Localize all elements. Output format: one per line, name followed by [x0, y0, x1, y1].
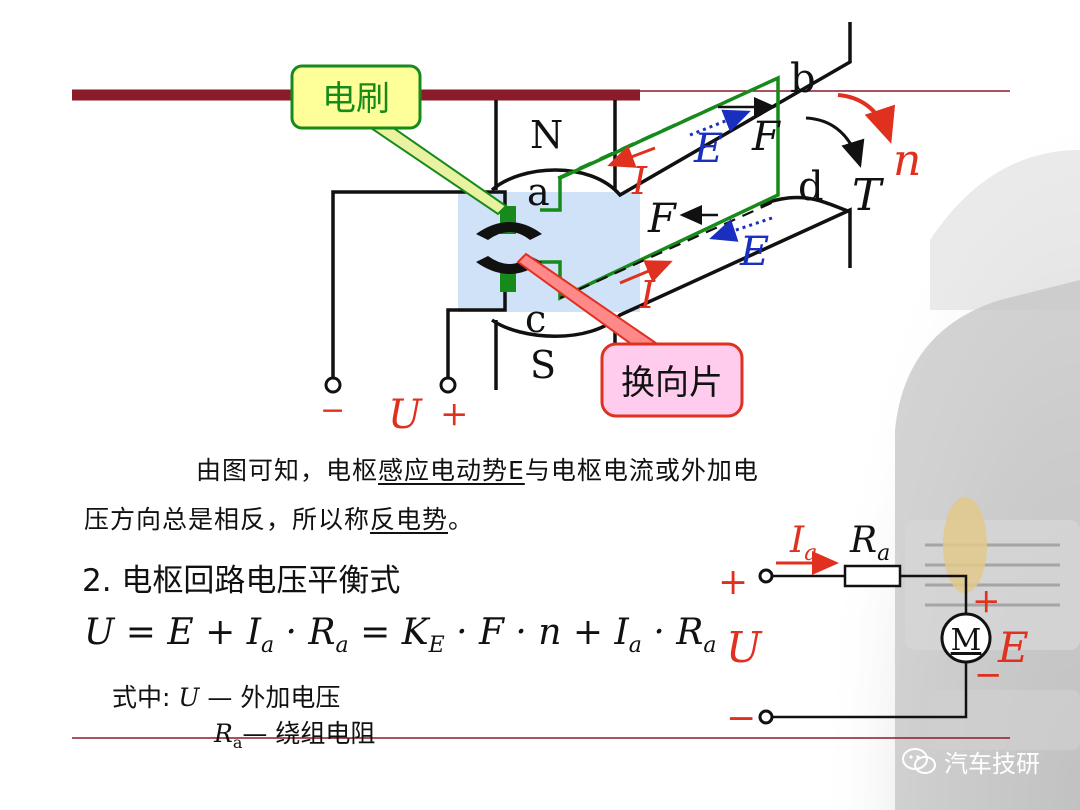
definition-prefix: 式中: — [112, 683, 171, 712]
background-photo — [820, 100, 1080, 810]
formula-part-3: = K — [348, 612, 429, 653]
circuit-emf-plus: + — [972, 581, 1001, 621]
wechat-icon — [902, 747, 936, 774]
definition-u: 式中: U — 外加电压 — [112, 680, 375, 716]
circuit-emf-minus: − — [974, 655, 1003, 695]
rotation-arrow — [837, 93, 896, 144]
pole-s-curve — [759, 195, 851, 214]
current-label-lower: I — [639, 273, 656, 317]
circuit-minus-in: − — [726, 698, 756, 739]
speed-label: n — [893, 135, 921, 186]
watermark-text: 汽车技研 — [944, 750, 1040, 778]
terminal-u-label: U — [388, 392, 423, 438]
formula-sub-2: a — [335, 633, 349, 659]
definition-r-symbol: R — [214, 719, 233, 748]
paragraph-line-2-end: 。 — [448, 505, 475, 534]
voltage-balance-formula: U = E + Ia · Ra = KE · F · n + Ia · Ra — [84, 612, 716, 658]
circuit-current-label: Ia — [789, 520, 817, 566]
formula-sub-4: a — [628, 633, 642, 659]
emf-label-lower: E — [739, 229, 769, 275]
conductor-b-label: b — [790, 56, 816, 102]
paragraph-line-1-start: 由图可知，电枢 — [196, 456, 379, 485]
paragraph-line-2: 压方向总是相反，所以称反电势。 — [84, 500, 474, 536]
shaded-region — [458, 192, 640, 312]
terminal-plus-label: + — [440, 394, 469, 434]
circuit-voltage-label: U — [726, 623, 763, 672]
definition-u-symbol: U — [178, 683, 200, 712]
definition-r-text: — 绕组电阻 — [242, 719, 376, 748]
brush-pointer — [365, 118, 508, 216]
formula-part-2: · R — [274, 612, 336, 653]
pole-s-label: S — [530, 343, 556, 387]
conductor-d-label: d — [798, 164, 824, 210]
definition-u-text: — 外加电压 — [207, 683, 341, 712]
pole-n-face — [490, 22, 852, 198]
paragraph-line-2-start: 压方向总是相反，所以称 — [84, 505, 371, 534]
circuit-plus-in: + — [718, 562, 748, 603]
armature-coil — [540, 75, 780, 301]
paragraph-line-1: 由图可知，电枢感应电动势E与电枢电流或外加电 — [196, 451, 759, 487]
formula-sub-5: a — [703, 633, 717, 659]
equivalent-circuit: M Ia Ra + U − + E − — [718, 520, 1029, 739]
car-headlight-icon — [943, 497, 987, 593]
commutator-callout — [600, 342, 744, 418]
formula-sub-3: E — [428, 633, 445, 659]
terminal-right — [439, 376, 457, 394]
motor-label: M — [951, 623, 982, 658]
formula-sub-1: a — [260, 633, 275, 659]
formula-part-4: · F · n + I — [444, 612, 629, 653]
formula-part-1: U = E + I — [84, 612, 261, 653]
force-label-lower: F — [647, 196, 677, 242]
current-arrow-lower — [619, 260, 673, 285]
watermark: 汽车技研 — [902, 744, 1040, 779]
current-arrow-upper — [607, 145, 656, 168]
lead-right — [446, 288, 507, 378]
circuit-emf-label: E — [997, 623, 1029, 672]
paragraph-back-emf-term: 反电势 — [370, 505, 449, 534]
definitions: 式中: U — 外加电压 Ra— 绕组电阻 — [112, 680, 375, 761]
motor — [940, 612, 992, 664]
emf-arrow-upper — [689, 109, 751, 137]
terminal-left — [324, 376, 342, 394]
resistor-label: Ra — [849, 520, 890, 566]
lead-left — [331, 190, 507, 378]
commutator-top — [476, 222, 542, 240]
definition-r-sub: a — [232, 733, 243, 752]
section-heading: 2. 电枢回路电压平衡式 — [82, 563, 401, 599]
brush-label: 电刷 — [322, 79, 390, 119]
brush-callout — [290, 64, 422, 130]
torque-arrow — [805, 116, 865, 168]
current-label-upper: I — [631, 159, 648, 203]
definition-r: Ra— 绕组电阻 — [112, 716, 375, 761]
resistor — [843, 564, 902, 588]
conductor-c-label: c — [525, 297, 546, 341]
dc-machine-diagram: N S a b c d F F E E I I T n − U + 电刷 换向片 — [290, 22, 921, 438]
circuit-terminal-bottom — [758, 709, 774, 725]
formula-part-5: · R — [641, 612, 704, 653]
pole-n-label: N — [530, 113, 563, 157]
emf-label-upper: E — [693, 126, 723, 172]
paragraph-line-1-end: 与电枢电流或外加电 — [524, 456, 759, 485]
circuit-terminal-top — [758, 568, 774, 584]
torque-label: T — [852, 170, 885, 221]
terminal-minus-label: − — [320, 393, 345, 428]
conductor-a-label: a — [527, 170, 550, 214]
pole-s-face — [490, 207, 852, 338]
commutator-label: 换向片 — [621, 363, 723, 403]
paragraph-emf-term: 感应电动势E — [378, 456, 525, 485]
force-label-upper: F — [751, 114, 781, 160]
